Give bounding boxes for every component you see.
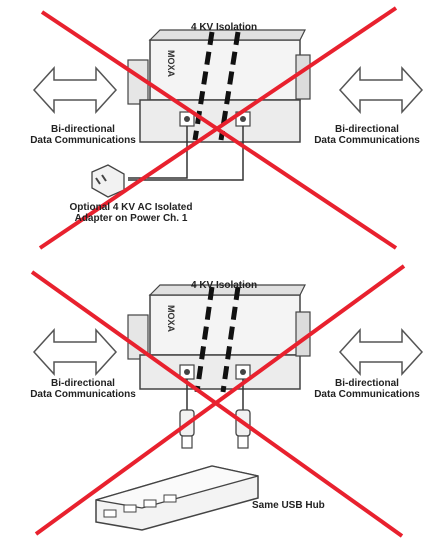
right-bidirectional-arrow bbox=[339, 329, 423, 375]
cross-out-line bbox=[38, 6, 398, 250]
right-bidirectional-arrow bbox=[339, 67, 423, 113]
isolator-device: MOXA bbox=[127, 284, 311, 390]
cross-out-line bbox=[40, 10, 398, 250]
usb-plug-icon bbox=[235, 409, 251, 449]
right-data-comm-label: Bi-directional Data Communications bbox=[300, 124, 434, 146]
isolation-label: 4 KV Isolation bbox=[191, 280, 258, 291]
ac-adapter-icon bbox=[91, 164, 125, 198]
isolation-barrier-line bbox=[192, 31, 215, 141]
label-line: Adapter on Power Ch. 1 bbox=[74, 213, 188, 224]
left-bidirectional-arrow bbox=[33, 67, 117, 113]
right-data-comm-label: Bi-directional Data Communications bbox=[300, 378, 434, 400]
label-line: Bi-directional bbox=[51, 124, 115, 135]
left-bidirectional-arrow bbox=[33, 329, 117, 375]
hub-label: Same USB Hub bbox=[252, 500, 325, 511]
label-line: Data Communications bbox=[314, 135, 420, 146]
label-line: Bi-directional bbox=[335, 124, 399, 135]
brand-logo: MOXA bbox=[166, 305, 176, 333]
label-line: Optional 4 KV AC Isolated bbox=[69, 202, 193, 213]
bottom-panel: MOXA bbox=[30, 264, 423, 538]
isolation-barrier-line bbox=[220, 286, 241, 393]
left-data-comm-label: Bi-directional Data Communications bbox=[18, 378, 148, 400]
label-line: Data Communications bbox=[30, 135, 136, 146]
adapter-label: Optional 4 KV AC Isolated Adapter on Pow… bbox=[46, 202, 216, 224]
brand-logo: MOXA bbox=[166, 50, 176, 78]
usb-hub-icon bbox=[95, 465, 259, 531]
label-line: Bi-directional bbox=[335, 378, 399, 389]
label-line: Data Communications bbox=[30, 389, 136, 400]
power-wire bbox=[128, 126, 188, 179]
cross-out-line bbox=[34, 264, 406, 536]
isolation-label: 4 KV Isolation bbox=[191, 22, 258, 33]
left-data-comm-label: Bi-directional Data Communications bbox=[18, 124, 148, 146]
label-line: Bi-directional bbox=[51, 378, 115, 389]
isolator-device: MOXA bbox=[127, 29, 311, 143]
isolation-barrier-line bbox=[194, 286, 215, 393]
top-panel: MOXA bbox=[33, 6, 423, 250]
label-line: Data Communications bbox=[314, 389, 420, 400]
